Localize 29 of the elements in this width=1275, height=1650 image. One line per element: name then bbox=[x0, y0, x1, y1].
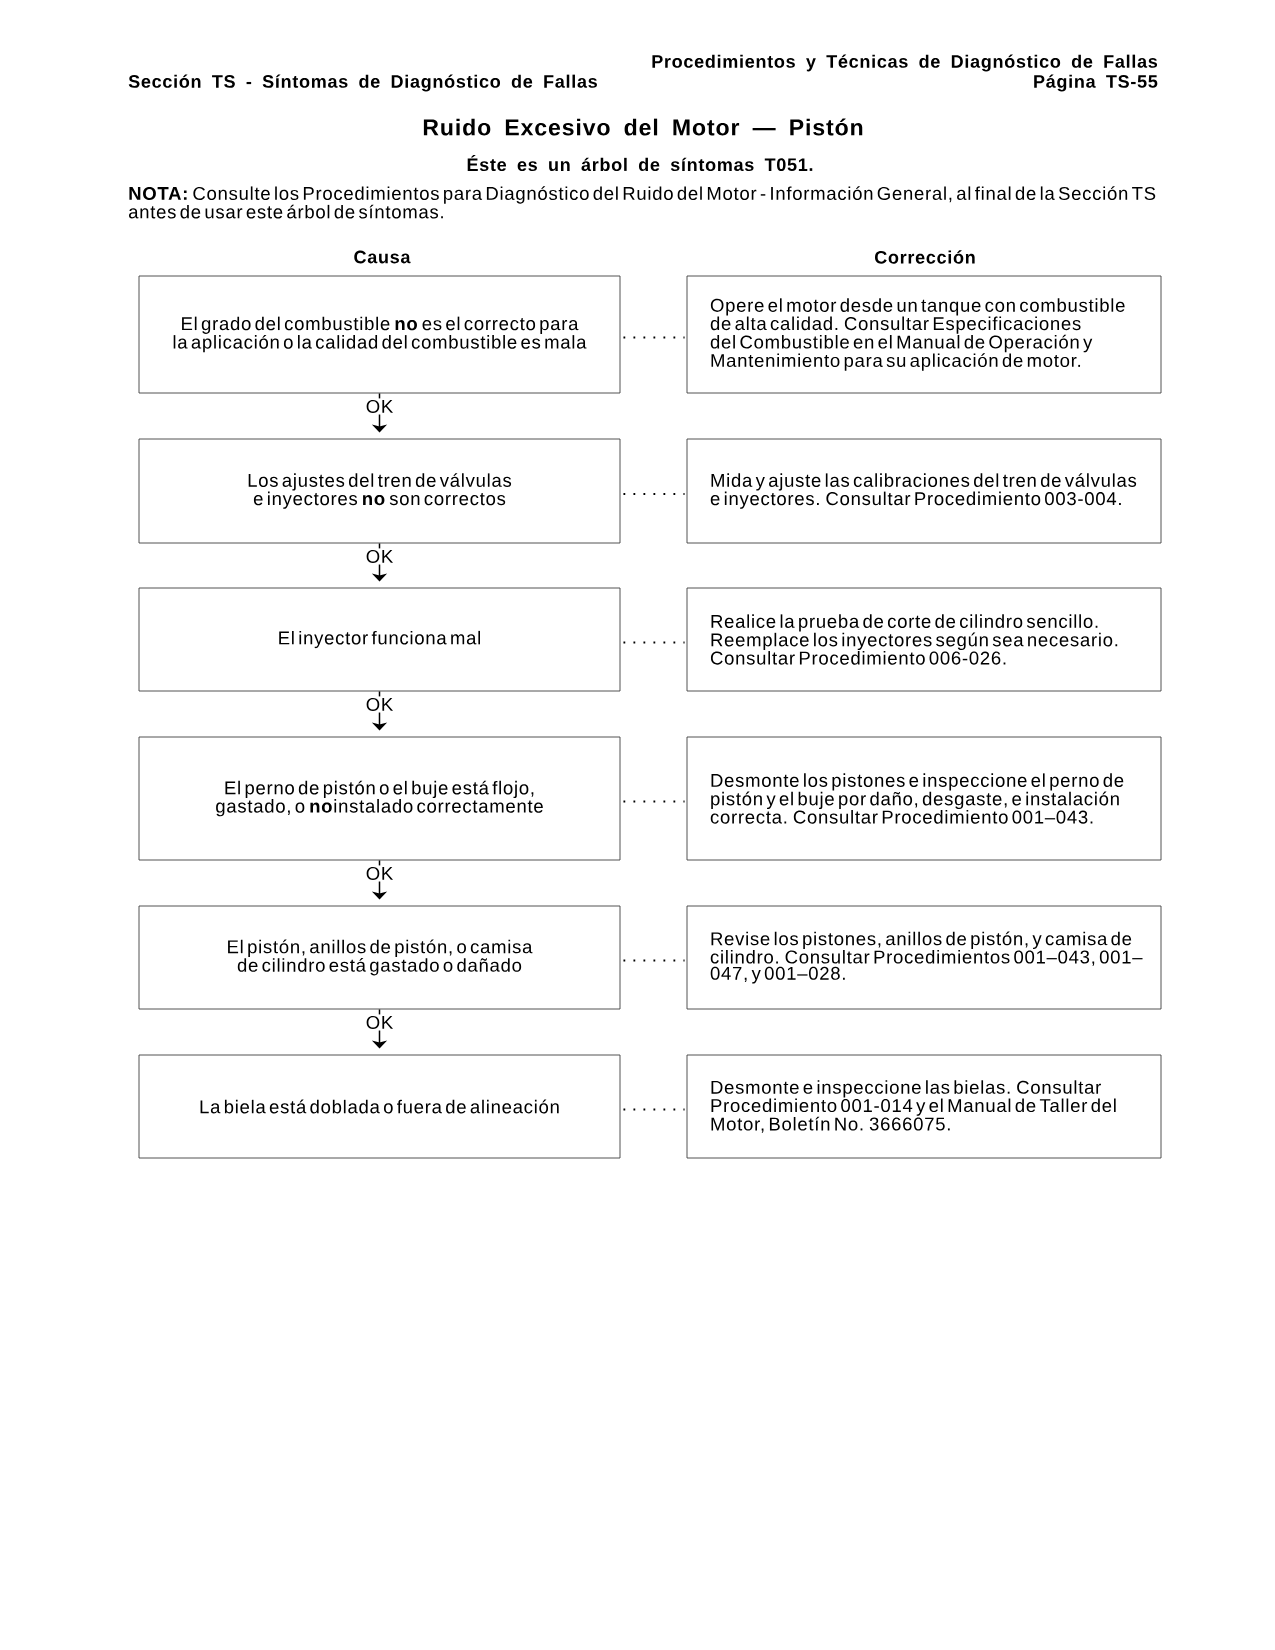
title: Ruido Excesivo del Motor — Pistón bbox=[423, 118, 863, 136]
edge-label: OK bbox=[364, 696, 395, 713]
edge-label: OK bbox=[364, 1014, 395, 1031]
edge-label: OK bbox=[364, 865, 395, 882]
correction-box: Desmonte los pistones e inspeccione el perno de pistón y el buje por daño, desgaste, e instalación correcta. Consultar Procedimiento 001–043. bbox=[686, 736, 1162, 861]
page-number: Página TS-55 bbox=[1034, 74, 1158, 92]
edge-label: OK bbox=[364, 548, 395, 565]
cause-box: El inyector funciona mal bbox=[138, 587, 621, 692]
dotted-line bbox=[622, 493, 686, 495]
section-header: Sección TS - Síntomas de Diagnóstico de Fallas bbox=[128, 74, 597, 92]
cause-box: Los ajustes del tren de válvulas e inyectores no son correctos bbox=[138, 438, 621, 544]
subtitle: Éste es un árbol de síntomas T051. bbox=[467, 154, 813, 172]
correction-box: Desmonte e inspeccione las bielas. Consultar Procedimiento 001-014 y el Manual de Taller del Motor, Boletín No. 3666075. bbox=[686, 1054, 1162, 1159]
correction-box: Realice la prueba de corte de cilindro sencillo. Reemplace los inyectores según sea necesario. Consultar Procedimiento 006-026. bbox=[686, 587, 1162, 692]
correction-box: Opere el motor desde un tanque con combustible de alta calidad. Consultar Especificaciones del Combustible en el Manual de Operación y Mantenimiento para su aplicación de motor. bbox=[686, 275, 1162, 394]
cause-box: El perno de pistón o el buje está flojo, gastado, o noinstalado correctamente bbox=[138, 736, 621, 861]
dotted-line bbox=[622, 641, 686, 644]
correction-box: Revise los pistones, anillos de pistón, y camisa de cilindro. Consultar Procedimientos 001–043, 001–047, y 001–028. bbox=[686, 905, 1162, 1010]
dotted-line bbox=[622, 336, 686, 339]
dotted-line bbox=[622, 800, 686, 803]
correction-box: Mida y ajuste las calibraciones del tren de válvulas e inyectores. Consultar Procedimiento 003-004. bbox=[686, 438, 1162, 544]
cause-box: La biela está doblada o fuera de alineación bbox=[138, 1054, 621, 1159]
dotted-line bbox=[622, 959, 686, 962]
edge-label: OK bbox=[364, 398, 395, 415]
cause-box: El grado del combustible no es el correcto para la aplicación o la calidad del combustible es mala bbox=[138, 275, 621, 394]
dotted-line bbox=[622, 1108, 686, 1111]
note: NOTA: Consulte los Procedimientos para Diagnóstico del Ruido del Motor - Información General, al final de la Sección TS antes de usar este árbol de síntomas. bbox=[129, 186, 1156, 219]
page-header: Procedimientos y Técnicas de Diagnóstico de Fallas bbox=[652, 54, 1158, 72]
cause-box: El pistón, anillos de pistón, o camisa de cilindro está gastado o dañado bbox=[138, 905, 621, 1010]
